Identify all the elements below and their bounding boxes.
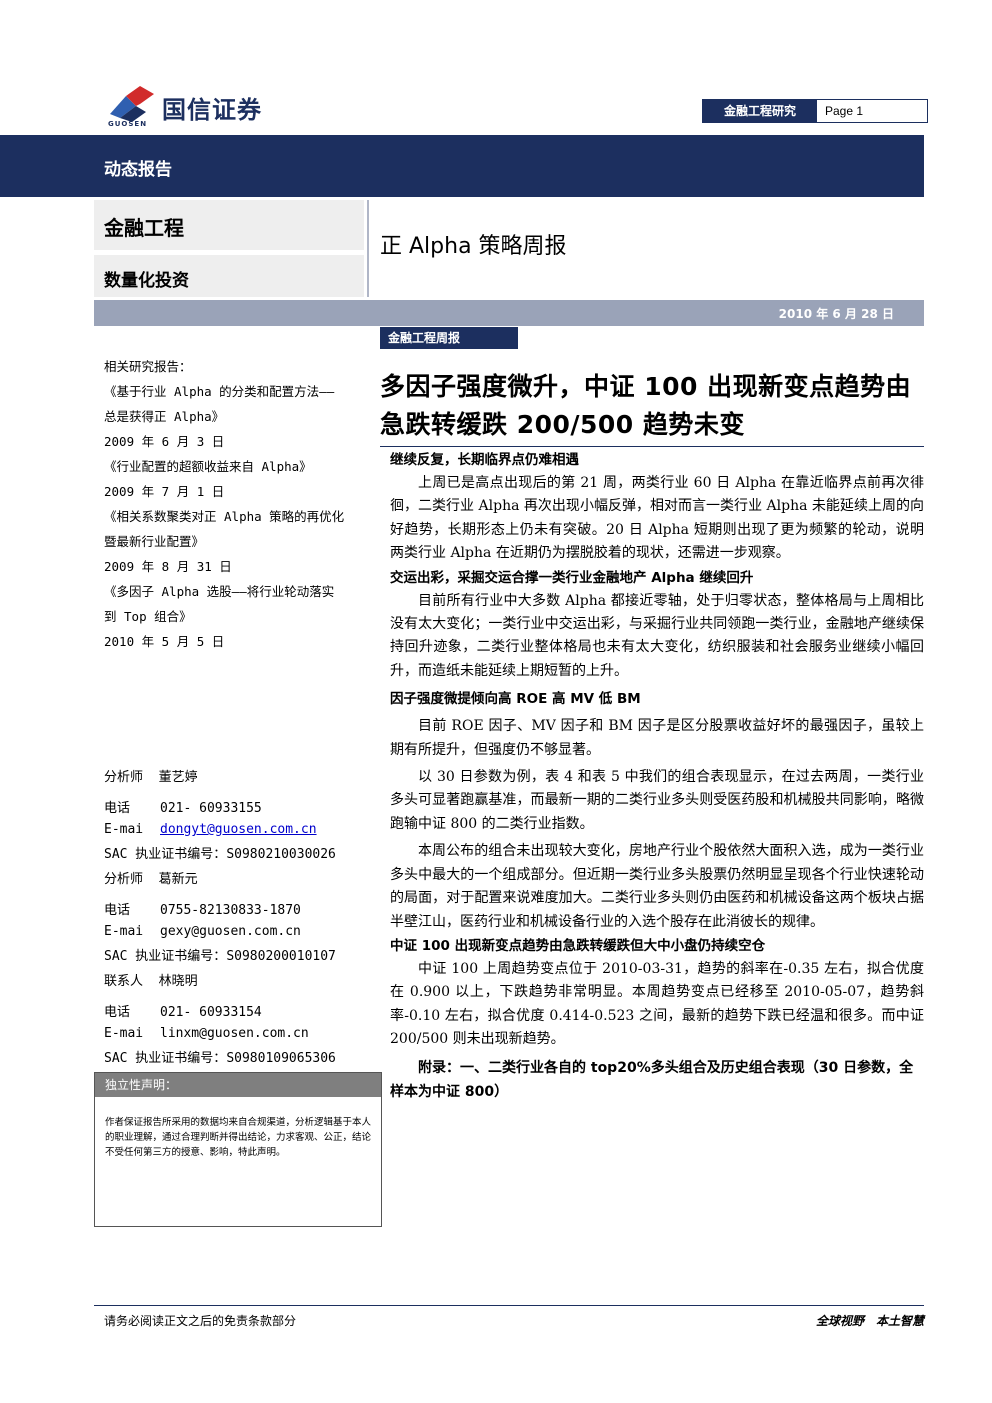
category-secondary-box: 数量化投资 <box>94 255 364 297</box>
sac-label: SAC 执业证书编号： <box>104 1051 227 1066</box>
date-band: 2010 年 6 月 28 日 <box>94 300 924 326</box>
dept-label: 金融工程研究 <box>703 100 817 122</box>
footer-rule <box>94 1305 924 1306</box>
analyst-phone-row: 电话 0755-82130833-1870 <box>104 898 379 923</box>
analyst-role: 分析师 <box>104 872 144 887</box>
sac-value: S0980109065306 <box>226 1051 336 1066</box>
related-line: 2010 年 5 月 5 日 <box>104 634 225 649</box>
analyst-name-row: 分析师 董艺婷 <box>104 765 379 790</box>
analyst-sac-row: SAC 执业证书编号：S0980210030026 <box>104 842 379 867</box>
header-badge: 金融工程研究 Page 1 <box>702 99 928 123</box>
related-reports: 相关研究报告： 《基于行业 Alpha 的分类和配置方法—— 总是获得正 Alp… <box>104 354 374 654</box>
paragraph: 上周已是高点出现后的第 21 周，两类行业 60 日 Alpha 在靠近临界点前… <box>390 475 924 562</box>
related-line[interactable]: 到 Top 组合》 <box>104 609 192 624</box>
page-number: Page 1 <box>825 104 864 118</box>
guosen-logo-icon <box>110 86 154 122</box>
paragraph: 目前 ROE 因子、MV 因子和 BM 因子是区分股票收益好坏的最强因子，虽较上… <box>390 718 924 758</box>
disclaimer-note: 请务必阅读正文之后的免责条款部分 <box>104 1314 297 1328</box>
brand-name: 国信证券 <box>162 96 262 124</box>
analyst-sac-row: SAC 执业证书编号：S0980200010107 <box>104 944 379 969</box>
sac-value: S0980200010107 <box>226 949 336 964</box>
paragraph: 目前所有行业中大多数 Alpha 都接近零轴，处于归零状态，整体格局与上周相比没… <box>390 592 924 679</box>
section-title: 继续反复，长期临界点仍难相遇 <box>390 452 579 468</box>
section-title: 因子强度微提倾向高 ROE 高 MV 低 BM <box>390 691 641 708</box>
phone-value: 021- 60933155 <box>160 801 262 816</box>
phone-label: 电话 <box>104 1005 131 1020</box>
related-line[interactable]: 总是获得正 Alpha》 <box>104 409 225 424</box>
related-line: 2009 年 7 月 1 日 <box>104 484 225 499</box>
analyst-block: 分析师 董艺婷 电话 021- 60933155 E-mai dongyt@guos… <box>104 765 379 1071</box>
related-line[interactable]: 《相关系数聚类对正 Alpha 策略的再优化 <box>104 509 345 524</box>
paragraph: 本周公布的组合未出现较大变化，房地产行业个股依然大面积入选，成为一类行业多头中最… <box>390 843 924 930</box>
phone-value: 0755-82130833-1870 <box>160 903 301 918</box>
category-primary: 金融工程 <box>104 216 184 240</box>
email-link[interactable]: dongyt@guosen.com.cn <box>160 822 317 837</box>
report-type: 动态报告 <box>104 160 172 180</box>
analyst-name-row: 分析师 葛新元 <box>104 867 379 892</box>
related-line[interactable]: 《行业配置的超额收益来自 Alpha》 <box>104 459 312 474</box>
category-primary-box: 金融工程 <box>94 200 364 252</box>
analyst-email-row: E-mai gexy@guosen.com.cn <box>104 919 379 944</box>
report-date: 2010 年 6 月 28 日 <box>778 307 894 321</box>
analyst-phone-row: 电话 021- 60933154 <box>104 1000 379 1025</box>
slogan: 全球视野 本土智慧 <box>815 1314 924 1328</box>
analyst-email-row: E-mai linxm@guosen.com.cn <box>104 1021 379 1046</box>
related-line: 2009 年 6 月 3 日 <box>104 434 225 449</box>
phone-value: 021- 60933154 <box>160 1005 262 1020</box>
paragraph: 中证 100 上周趋势变点位于 2010-03-31，趋势的斜率在-0.35 左… <box>390 960 924 1048</box>
email-label: E-mai <box>104 822 144 837</box>
related-line[interactable]: 《基于行业 Alpha 的分类和配置方法—— <box>104 384 335 399</box>
independence-box: 独立性声明： 作者保证报告所采用的数据均来自合规渠道，分析逻辑基于本人的职业理解… <box>94 1072 382 1227</box>
analyst-name-row: 联系人 林晓明 <box>104 969 379 994</box>
email-label: E-mai <box>104 924 144 939</box>
contact-role: 联系人 <box>104 974 144 989</box>
email-label: E-mai <box>104 1026 144 1041</box>
related-line[interactable]: 《多因子 Alpha 选股——将行业轮动落实 <box>104 584 335 599</box>
related-line[interactable]: 暨最新行业配置》 <box>104 534 205 549</box>
headline-rule <box>380 446 924 447</box>
sac-label: SAC 执业证书编号： <box>104 949 227 964</box>
report-title: 正 Alpha 策略周报 <box>380 234 567 259</box>
company-logo: 国信证券 GUOSEN <box>106 82 306 132</box>
report-tag: 金融工程周报 <box>380 327 518 349</box>
main-content: 继续反复，长期临界点仍难相遇 上周已是高点出现后的第 21 周，两类行业 60 … <box>390 448 924 1104</box>
report-type-banner: 动态报告 <box>0 135 924 197</box>
divider <box>367 200 369 297</box>
analyst-sac-row: SAC 执业证书编号：S0980109065306 <box>104 1046 379 1071</box>
email-text[interactable]: linxm@guosen.com.cn <box>160 1026 309 1041</box>
paragraph: 以 30 日参数为例，表 4 和表 5 中我们的组合表现显示，在过去两周，一类行… <box>390 769 924 832</box>
category-secondary: 数量化投资 <box>104 271 189 291</box>
section-title: 中证 100 出现新变点趋势由急跌转缓跌但大中小盘仍持续空仓 <box>390 937 766 954</box>
independence-body: 作者保证报告所采用的数据均来自合规渠道，分析逻辑基于本人的职业理解，通过合理判断… <box>105 1117 372 1158</box>
email-text[interactable]: gexy@guosen.com.cn <box>160 924 301 939</box>
headline: 多因子强度微升，中证 100 出现新变点趋势由急跌转缓跌 200/500 趋势未… <box>380 372 912 439</box>
analyst-email-row: E-mai dongyt@guosen.com.cn <box>104 817 379 842</box>
analyst-role: 分析师 <box>104 770 144 785</box>
analyst-name: 葛新元 <box>158 872 198 887</box>
appendix-title: 附录：一、二类行业各自的 top20%多头组合及历史组合表现（30 日参数，全样… <box>390 1059 914 1100</box>
analyst-name: 董艺婷 <box>158 770 198 785</box>
independence-heading: 独立性声明： <box>95 1073 381 1097</box>
phone-label: 电话 <box>104 801 131 816</box>
brand-en: GUOSEN <box>108 120 148 128</box>
sac-value: S0980210030026 <box>226 847 336 862</box>
section-title: 交运出彩，采掘交运合撑一类行业金融地产 Alpha 继续回升 <box>390 569 754 586</box>
contact-name: 林晓明 <box>158 974 198 989</box>
phone-label: 电话 <box>104 903 131 918</box>
related-heading: 相关研究报告： <box>104 359 192 374</box>
analyst-phone-row: 电话 021- 60933155 <box>104 796 379 821</box>
related-line: 2009 年 8 月 31 日 <box>104 559 232 574</box>
sac-label: SAC 执业证书编号： <box>104 847 227 862</box>
